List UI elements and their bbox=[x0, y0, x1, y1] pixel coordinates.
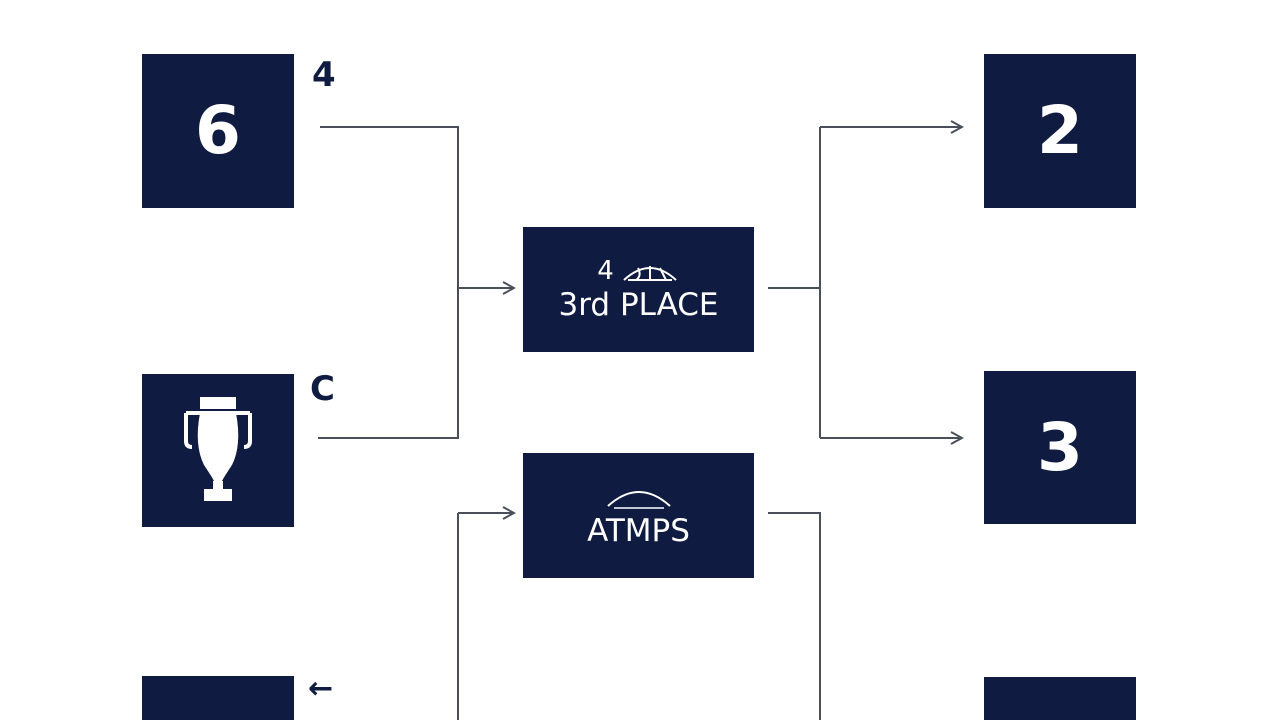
center-box-1-header: 4 bbox=[597, 258, 680, 284]
connector-left-upper bbox=[318, 126, 459, 439]
left-seed-1-value: 6 bbox=[195, 92, 241, 169]
connector-right-lower bbox=[768, 512, 821, 720]
center-box-2-label: ATMPS bbox=[587, 513, 690, 549]
uefa-logo-icon bbox=[623, 266, 677, 281]
left-seed-1-side-label: 4 bbox=[312, 55, 336, 95]
left-trophy-side-label: C bbox=[310, 369, 335, 409]
center-box-atmps: ATMPS bbox=[523, 453, 754, 578]
bottom-left-arrow-icon: ← bbox=[308, 671, 334, 706]
center-box-2-header bbox=[604, 484, 674, 510]
right-seed-box-2: 3 bbox=[984, 371, 1136, 524]
center-box-1-number: 4 bbox=[597, 256, 614, 286]
left-trophy-box bbox=[142, 374, 294, 527]
right-seed-box-1: 2 bbox=[984, 54, 1136, 208]
left-seed-box-3 bbox=[142, 676, 294, 720]
trophy-icon bbox=[184, 396, 252, 501]
center-box-1-label: 3rd PLACE bbox=[558, 287, 719, 323]
left-seed-box-1: 6 bbox=[142, 54, 294, 208]
center-box-third-place: 4 3rd PLACE bbox=[523, 227, 754, 352]
right-seed-2-value: 3 bbox=[1037, 408, 1083, 486]
right-seed-1-value: 2 bbox=[1037, 92, 1083, 169]
uefa-mark-icon bbox=[606, 491, 671, 509]
right-seed-box-3 bbox=[984, 677, 1136, 720]
